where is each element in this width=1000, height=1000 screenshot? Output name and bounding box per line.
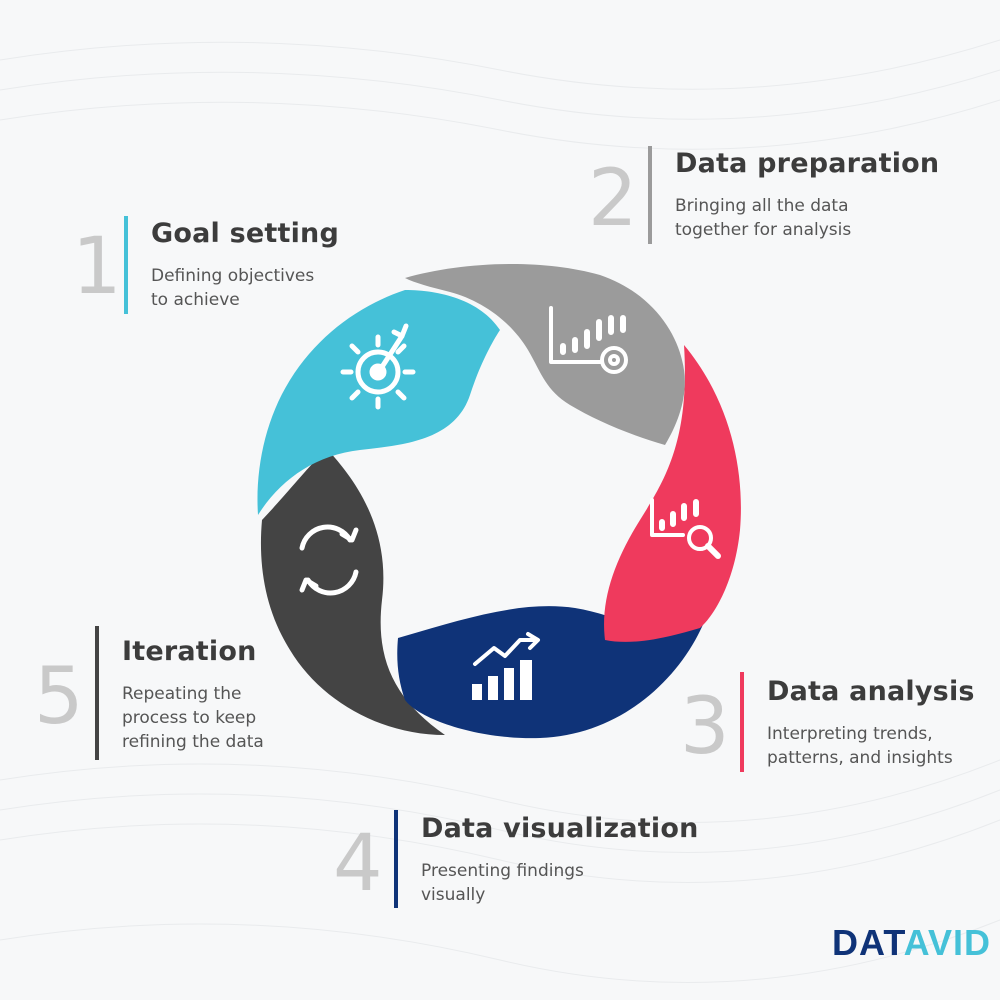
step-description-line: Presenting findings: [421, 861, 584, 881]
segment-preparation: [405, 263, 685, 445]
step-number: 3: [680, 682, 730, 772]
step-accent-bar: [740, 672, 744, 772]
bar-chart-trend-icon: [472, 632, 540, 700]
step-description-line: visually: [421, 885, 486, 905]
step-description-line: Repeating the: [122, 684, 242, 704]
step-accent-bar: [648, 146, 652, 244]
step-number: 4: [333, 819, 383, 909]
step-title: Iteration: [122, 636, 257, 667]
step-title: Data analysis: [767, 676, 975, 707]
segment-analysis: [604, 345, 741, 642]
step-description-line: refining the data: [122, 732, 264, 752]
step-description-line: process to keep: [122, 708, 257, 728]
logo-text-part: VID: [927, 922, 991, 963]
step-description-line: Interpreting trends,: [767, 724, 933, 744]
step-accent-bar: [124, 216, 128, 314]
step-description-line: to achieve: [151, 290, 240, 310]
step-accent-bar: [394, 810, 398, 908]
target-gear-icon: [340, 323, 416, 410]
step-number: 1: [72, 222, 122, 312]
step-accent-bar: [95, 626, 99, 760]
step-description-line: together for analysis: [675, 220, 852, 240]
step-description-line: Defining objectives: [151, 266, 315, 286]
chart-gear-icon: [549, 306, 628, 374]
logo-text-part: A: [903, 922, 928, 963]
step-description-line: patterns, and insights: [767, 748, 953, 768]
refresh-arrows-icon: [299, 524, 359, 596]
step-description-line: Bringing all the data: [675, 196, 849, 216]
logo-text-part: DAT: [832, 922, 904, 963]
segment-iteration: [260, 451, 445, 735]
step-number: 5: [34, 652, 84, 742]
step-title: Data visualization: [421, 813, 699, 844]
step-number: 2: [588, 154, 638, 244]
step-title: Goal setting: [151, 218, 339, 249]
chart-magnifier-icon: [650, 498, 721, 559]
datavid-logo: DATAVID: [832, 925, 991, 961]
step-title: Data preparation: [675, 148, 940, 179]
